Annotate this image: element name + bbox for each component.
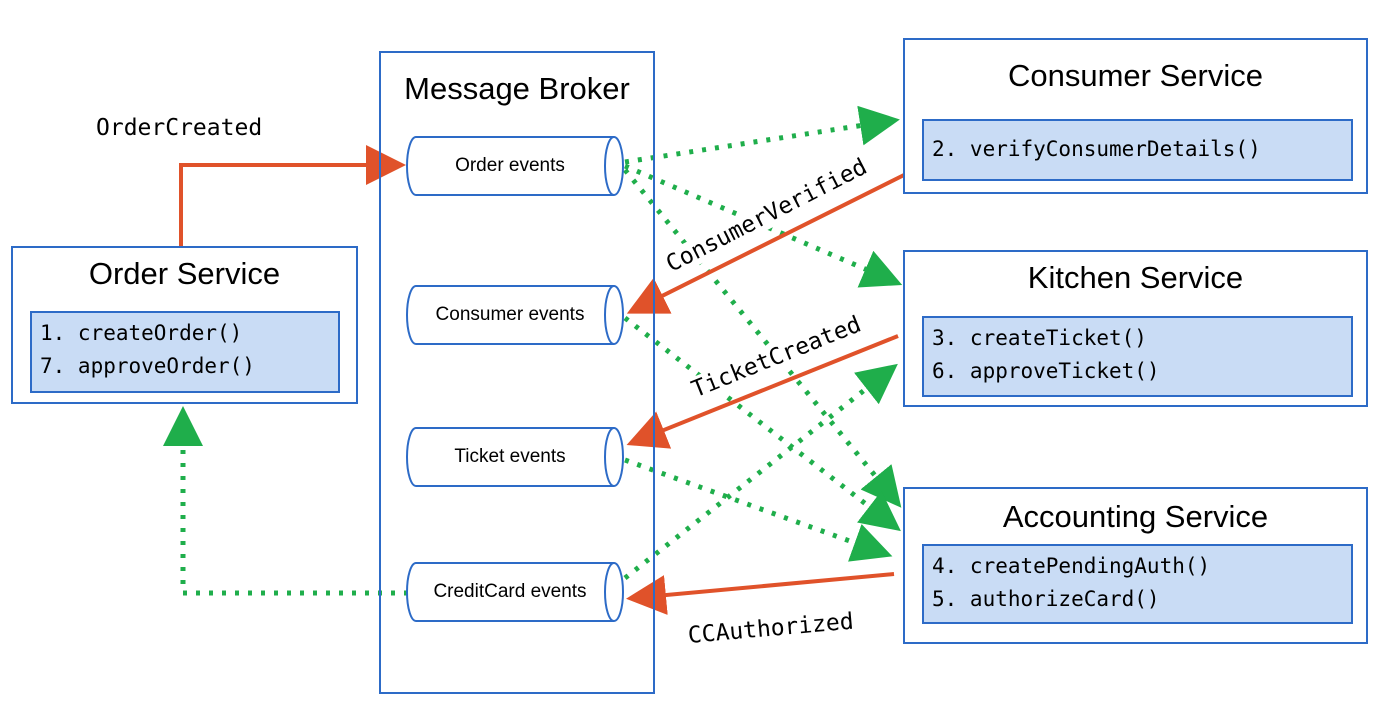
consumer-events-to-accounting-arrow	[623, 316, 901, 532]
topic-cylinder-order-events	[406, 136, 624, 196]
method-authorize-card: 5. authorizeCard()	[932, 587, 1160, 611]
order-service-box: Order Service 1. createOrder() 7. approv…	[11, 246, 358, 404]
topic-label-consumer-events: Consumer events	[435, 304, 585, 325]
accounting-service-title: Accounting Service	[1002, 499, 1269, 534]
method-create-order: 1. createOrder()	[40, 321, 243, 345]
accounting-service-methods: 4. createPendingAuth() 5. authorizeCard(…	[922, 544, 1353, 624]
kitchen-service-box: Kitchen Service 3. createTicket() 6. app…	[903, 250, 1368, 407]
consumer-service-title: Consumer Service	[1008, 58, 1263, 93]
method-create-pending-auth: 4. createPendingAuth()	[932, 554, 1211, 578]
event-label-order-created: OrderCreated	[96, 115, 263, 141]
order-events-to-consumer-arrow	[624, 105, 900, 165]
method-verify-consumer-details: 2. verifyConsumerDetails()	[932, 137, 1261, 161]
topic-cylinder-creditcard-events	[406, 562, 624, 622]
message-broker-box: Message Broker	[379, 51, 655, 694]
kitchen-service-methods: 3. createTicket() 6. approveTicket()	[922, 316, 1353, 397]
order-service-methods: 1. createOrder() 7. approveOrder()	[30, 311, 340, 393]
topic-label-order-events: Order events	[455, 155, 565, 176]
method-approve-ticket: 6. approveTicket()	[932, 359, 1160, 383]
ticket-events-to-accounting-arrow	[624, 457, 893, 562]
message-broker-title: Message Broker	[404, 71, 630, 106]
order-service-title: Order Service	[88, 256, 281, 291]
topic-label-creditcard-events: CreditCard events	[433, 581, 587, 602]
accounting-service-box: Accounting Service 4. createPendingAuth(…	[903, 487, 1368, 644]
consumer-service-box: Consumer Service 2. verifyConsumerDetail…	[903, 38, 1368, 194]
topic-label-ticket-events: Ticket events	[454, 446, 566, 467]
order-service-publish-arrow	[179, 145, 406, 246]
accounting-service-publish-arrow	[626, 572, 895, 615]
kitchen-service-title: Kitchen Service	[1027, 260, 1244, 295]
topic-cylinder-ticket-events	[406, 427, 624, 487]
creditcard-events-to-order-arrow	[163, 406, 408, 596]
method-approve-order: 7. approveOrder()	[40, 354, 255, 378]
consumer-service-publish-arrow	[626, 173, 905, 314]
topic-cylinder-consumer-events	[406, 285, 624, 345]
method-create-ticket: 3. createTicket()	[932, 326, 1147, 350]
consumer-service-methods: 2. verifyConsumerDetails()	[922, 119, 1353, 181]
kitchen-service-publish-arrow	[626, 334, 899, 449]
